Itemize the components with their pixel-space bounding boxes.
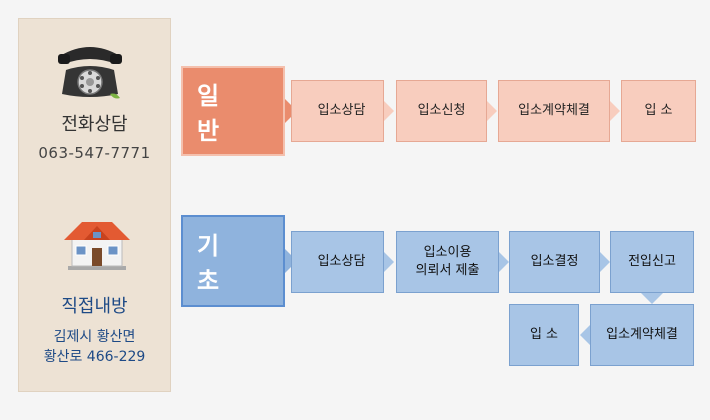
basic-category-label: 기 초 (181, 215, 285, 307)
basic-step-3: 입소결정 (509, 231, 600, 293)
general-arrow-1 (384, 101, 394, 121)
telephone-icon (52, 40, 128, 104)
general-step-2: 입소신청 (396, 80, 487, 142)
general-step-4: 입 소 (621, 80, 696, 142)
phone-number: 063-547-7771 (18, 144, 171, 162)
basic-arrow-left (580, 325, 590, 345)
basic-step-1: 입소상담 (291, 231, 384, 293)
basic-step-6: 입 소 (509, 304, 579, 366)
basic-step-2-line-1: 입소이용 (424, 244, 472, 262)
general-step-3: 입소계약체결 (498, 80, 610, 142)
address: 김제시 황산면 황산로 466-229 (18, 327, 171, 367)
basic-step-5: 입소계약체결 (590, 304, 694, 366)
basic-step-2-line-2: 의뢰서 제출 (416, 262, 480, 280)
house-icon (62, 214, 132, 272)
general-step-1: 입소상담 (291, 80, 384, 142)
phone-consultation-label: 전화상담 (18, 110, 171, 136)
basic-arrow-3 (600, 252, 610, 272)
basic-step-2: 입소이용 의뢰서 제출 (396, 231, 499, 293)
visit-in-person-label: 직접내방 (18, 292, 171, 318)
basic-step-4: 전입신고 (610, 231, 694, 293)
general-arrow-3 (610, 101, 620, 121)
basic-arrow-down (641, 293, 663, 304)
basic-arrow-1 (384, 252, 394, 272)
address-line-1: 김제시 황산면 (18, 327, 171, 347)
basic-arrow-2 (499, 252, 509, 272)
address-line-2: 황산로 466-229 (18, 347, 171, 367)
general-category-label: 일 반 (181, 66, 285, 156)
general-arrow-2 (487, 101, 497, 121)
